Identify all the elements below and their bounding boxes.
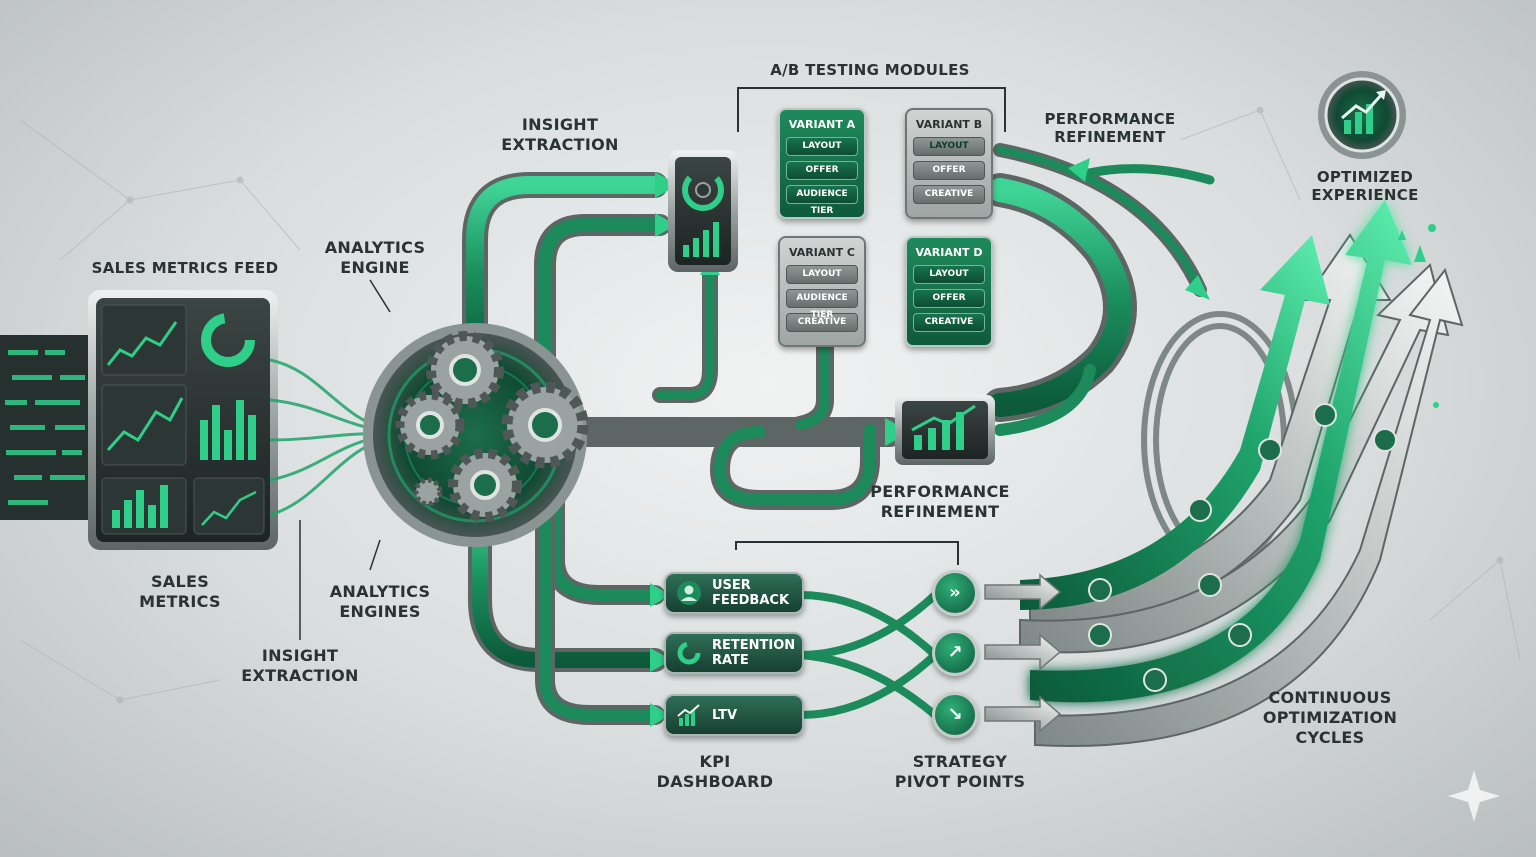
variant-c-item-2: AUDIENCE TIER (786, 289, 858, 320)
sparkle-icon (1448, 770, 1500, 822)
variant-a-item-1: LAYOUT (786, 137, 858, 156)
variant-a-title: VARIANT A (788, 118, 856, 131)
line-chart-icon (106, 397, 184, 451)
analytics-engine (363, 323, 589, 547)
bar-chart-icon (677, 704, 700, 726)
gear-icon (395, 331, 589, 522)
data-stream-strip (0, 335, 100, 520)
sales-metrics-dashboard (88, 290, 278, 550)
insight-panel (668, 150, 738, 272)
user-icon (677, 581, 701, 605)
variant-d-item-3: CREATIVE (913, 313, 985, 332)
variant-b-item-1: LAYOUT (913, 137, 985, 156)
pivot-badge-forward: » (932, 570, 978, 616)
variant-d-title: VARIANT D (915, 246, 983, 259)
pivot-badge-down: ↘ (932, 692, 978, 738)
sparkle-icon (1398, 224, 1439, 408)
variant-b-item-3: CREATIVE (913, 185, 985, 204)
pivot-arrows (984, 573, 1062, 733)
optimization-swirl (1019, 200, 1464, 747)
pipe-network (462, 143, 1215, 725)
variant-b-item-2: OFFER (913, 161, 985, 180)
variant-b-card: VARIANT B LAYOUT OFFER CREATIVE (905, 108, 993, 219)
performance-chart-box (895, 395, 995, 465)
variant-d-item-1: LAYOUT (913, 265, 985, 284)
bar-chart-icon (200, 400, 256, 460)
variant-d-card: VARIANT D LAYOUT OFFER CREATIVE (905, 236, 993, 347)
variant-c-card: VARIANT C LAYOUT AUDIENCE TIER CREATIVE (778, 236, 866, 347)
kpi-ltv: LTV (664, 694, 804, 736)
variant-a-card: VARIANT A LAYOUT OFFER AUDIENCE TIER (778, 108, 866, 219)
variant-c-item-3: CREATIVE (786, 313, 858, 332)
trend-up-icon (1341, 93, 1384, 120)
pivot-badge-up: ↗ (932, 630, 978, 676)
variant-c-title: VARIANT C (789, 246, 855, 259)
donut-chart-icon (201, 313, 255, 367)
variant-a-item-3: AUDIENCE TIER (786, 185, 858, 216)
donut-chart-icon (677, 641, 701, 665)
background-network (19, 106, 1521, 704)
optimized-experience-badge (1318, 71, 1406, 159)
leader-lines (299, 279, 391, 640)
label-ab-testing-modules: A/B TESTING MODULES (770, 61, 970, 79)
variant-c-item-1: LAYOUT (786, 265, 858, 284)
variant-d-item-2: OFFER (913, 289, 985, 308)
label-sales-metrics-feed: SALES METRICS FEED (91, 259, 279, 277)
kpi-to-pivot-links (799, 591, 938, 719)
ab-bracket (735, 87, 1006, 565)
variant-b-title: VARIANT B (915, 118, 983, 131)
variant-a-item-2: OFFER (786, 161, 858, 180)
